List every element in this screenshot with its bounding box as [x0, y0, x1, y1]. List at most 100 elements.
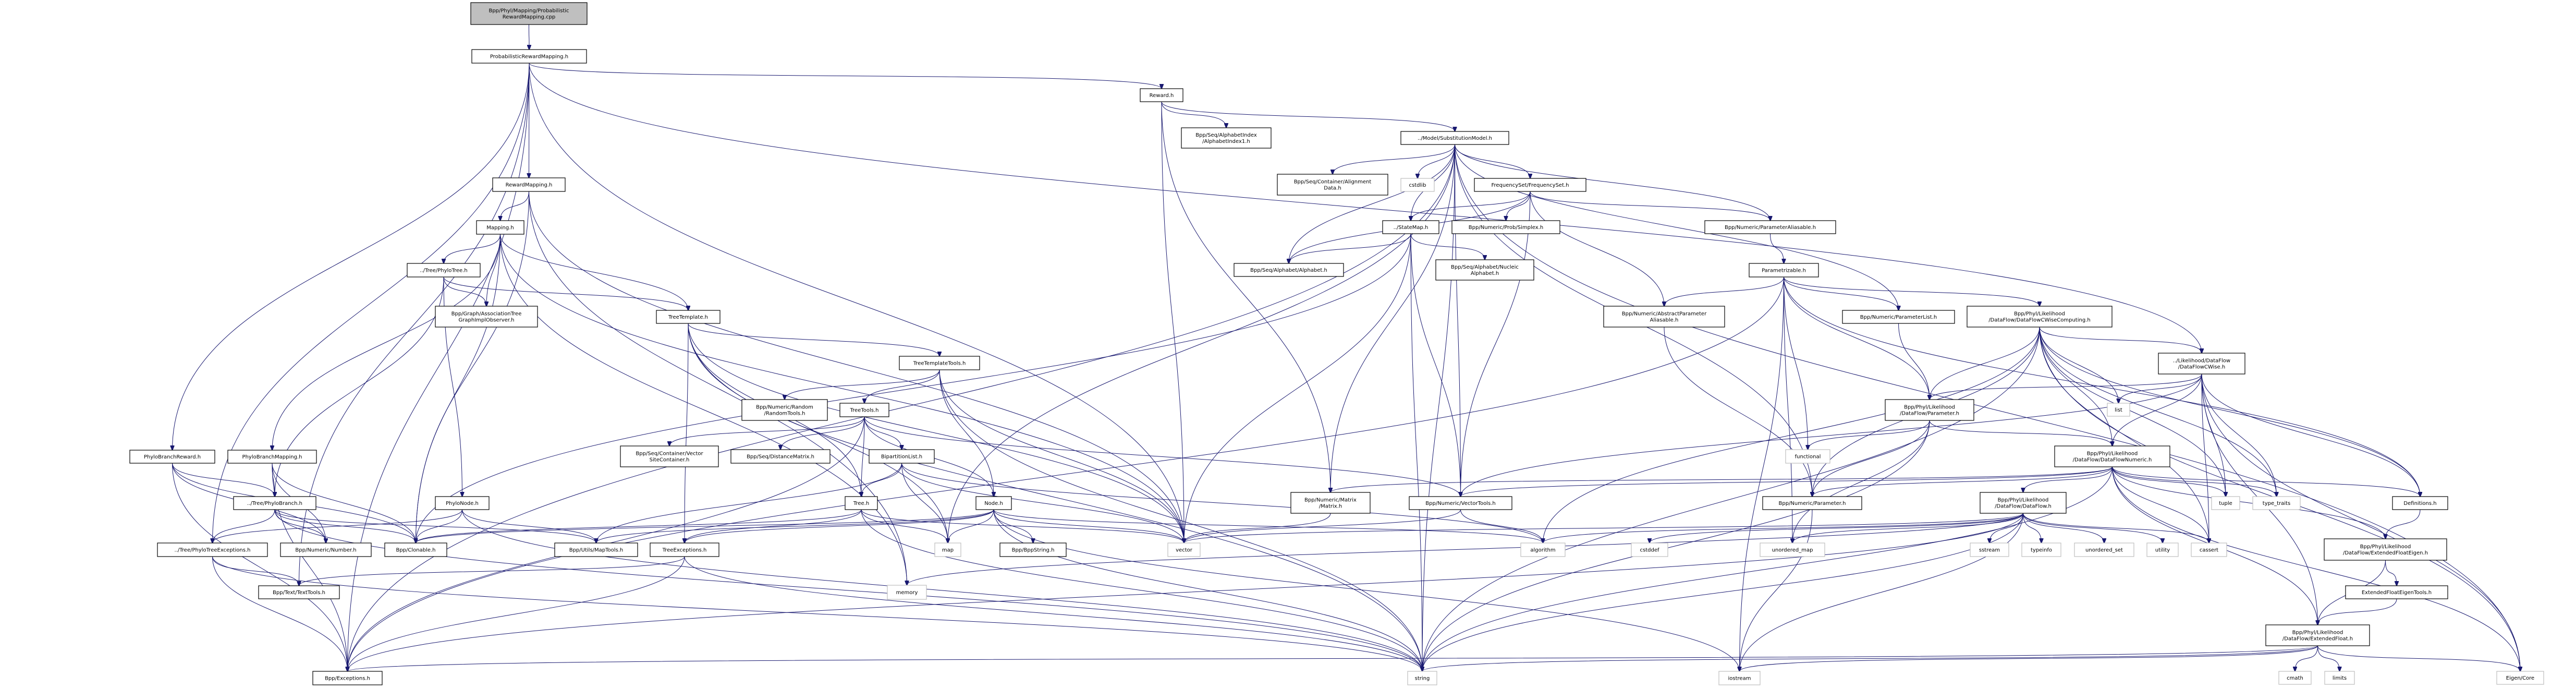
- node-vectortools[interactable]: Bpp/Numeric/VectorTools.h: [1409, 496, 1512, 510]
- node-maptools[interactable]: Bpp/Utils/MapTools.h: [554, 542, 638, 557]
- node-dfparam[interactable]: Bpp/Phyl/Likelihood/DataFlow/Parameter.h: [1885, 399, 1974, 421]
- edge-prm-to-reward: [529, 63, 1162, 89]
- node-dfnumeric[interactable]: Bpp/Phyl/Likelihood/DataFlow/DataFlowNum…: [2054, 445, 2170, 467]
- edge-dfcwise-to-eigencore: [2201, 373, 2520, 671]
- node-pbreward[interactable]: PhyloBranchReward.h: [129, 450, 215, 464]
- edge-phylobranch-to-ptexc: [213, 509, 275, 543]
- node-label: Bpp/Numeric/Number.h: [295, 548, 356, 553]
- node-phylobranch[interactable]: ../Tree/PhyloBranch.h: [233, 496, 316, 510]
- node-dataflow[interactable]: Bpp/Phyl/Likelihood/DataFlow/DataFlow.h: [1980, 492, 2067, 514]
- edge-rewardmapping-to-mapping: [500, 191, 529, 221]
- node-numparam[interactable]: Bpp/Numeric/Parameter.h: [1762, 496, 1862, 510]
- node-label: ../Model/SubstitutionModel.h: [1418, 136, 1492, 141]
- edge-extfloat-to-eigencore: [2317, 645, 2521, 671]
- edge-statemap-to-vectortools: [1410, 233, 1461, 497]
- node-extfloat[interactable]: Bpp/Phyl/Likelihood/DataFlow/ExtendedFlo…: [2265, 624, 2370, 646]
- node-clonable[interactable]: Bpp/Clonable.h: [384, 542, 447, 557]
- edge-dfnumeric-to-typetraits: [2112, 466, 2277, 497]
- node-treetemplate[interactable]: TreeTemplate.h: [656, 310, 721, 324]
- edge-submodel-to-paramalias: [1455, 144, 1771, 221]
- node-matrix[interactable]: Bpp/Numeric/Matrix/Matrix.h: [1290, 492, 1371, 514]
- edge-mapping-to-vector: [500, 234, 1185, 543]
- node-box: [1885, 399, 1974, 421]
- node-simplex[interactable]: Bpp/Numeric/Prob/Simplex.h: [1451, 220, 1560, 234]
- node-label: tuple: [2219, 501, 2232, 506]
- node-definitions[interactable]: Definitions.h: [2392, 496, 2448, 510]
- edge-dfcwisecomp-to-dfcwise: [2039, 327, 2202, 353]
- node-reward[interactable]: Reward.h: [1140, 88, 1183, 102]
- node-box: [656, 310, 721, 324]
- node-freqset[interactable]: FrequencySet/FrequencySet.h: [1474, 178, 1586, 192]
- node-paramlist[interactable]: Bpp/Numeric/ParameterList.h: [1842, 310, 1955, 324]
- node-distmatrix[interactable]: Bpp/Seq/DistanceMatrix.h: [730, 449, 831, 464]
- node-label: ../Tree/PhyloTree.h: [420, 268, 467, 274]
- node-box: [1980, 492, 2067, 514]
- node-label: Bpp/Numeric/AbstractParameter: [1622, 311, 1707, 317]
- edge-tree-to-treeexc: [685, 509, 862, 543]
- node-submodel[interactable]: ../Model/SubstitutionModel.h: [1400, 131, 1509, 145]
- edge-submodel-to-freqset: [1455, 144, 1531, 178]
- node-node[interactable]: Node.h: [975, 496, 1012, 510]
- edge-treetemplatetools-to-node: [939, 369, 994, 497]
- node-label: BipartitionList.h: [881, 454, 922, 460]
- node-box: [1842, 310, 1955, 324]
- node-statemap[interactable]: ../StateMap.h: [1382, 220, 1439, 234]
- node-alphabet[interactable]: Bpp/Seq/Alphabet/Alphabet.h: [1234, 263, 1344, 277]
- node-prm[interactable]: ProbabilisticRewardMapping.h: [471, 49, 587, 64]
- node-label: TreeTemplate.h: [668, 315, 708, 320]
- node-dfcwise[interactable]: ../Likelihood/DataFlow/DataFlowCWise.h: [2158, 353, 2245, 375]
- edge-submodel-to-alignment: [1333, 144, 1455, 174]
- node-efeigentools[interactable]: ExtendedFloatEigenTools.h: [2345, 585, 2448, 599]
- node-treetools[interactable]: TreeTools.h: [839, 403, 889, 417]
- node-box: [1407, 671, 1437, 685]
- node-phylonode[interactable]: PhyloNode.h: [435, 496, 490, 510]
- edge-freqset-to-absparamalias: [1530, 191, 1664, 306]
- node-label: Bpp/Phyl/Mapping/Probabilistic: [489, 8, 569, 14]
- node-label: Aliasable.h: [1650, 318, 1679, 323]
- edge-parametrizable-to-unorderedmap: [1784, 276, 1793, 543]
- node-utility: utility: [2146, 542, 2179, 557]
- edge-dfcwisecomp-to-list: [2039, 327, 2119, 403]
- node-number[interactable]: Bpp/Numeric/Number.h: [280, 542, 372, 557]
- node-paramalias[interactable]: Bpp/Numeric/ParameterAliasable.h: [1704, 220, 1836, 234]
- node-alphaidx[interactable]: Bpp/Seq/AlphabetIndex/AlphabetIndex1.h: [1181, 127, 1272, 149]
- node-box: [1140, 88, 1183, 102]
- node-parametrizable[interactable]: Parametrizable.h: [1749, 263, 1819, 277]
- node-assoc[interactable]: Bpp/Graph/AssociationTreeGraphImplObserv…: [435, 306, 538, 328]
- node-label: cassert: [2200, 548, 2218, 553]
- node-treeexc[interactable]: TreeExceptions.h: [650, 542, 719, 557]
- nodes-layer: Bpp/Phyl/Mapping/ProbabilisticRewardMapp…: [129, 2, 2544, 685]
- node-label: Mapping.h: [486, 225, 514, 231]
- node-exceptions[interactable]: Bpp/Exceptions.h: [312, 671, 383, 685]
- node-phylotree[interactable]: ../Tree/PhyloTree.h: [407, 263, 481, 277]
- edge-phylobranch-to-string: [274, 509, 1422, 671]
- node-pbmapping[interactable]: PhyloBranchMapping.h: [227, 450, 317, 464]
- node-tree[interactable]: Tree.h: [845, 496, 878, 510]
- node-label: cstdlib: [1409, 183, 1426, 188]
- node-ptexc[interactable]: ../Tree/PhyloTreeExceptions.h: [157, 542, 268, 557]
- node-bppstring[interactable]: Bpp/BppString.h: [999, 542, 1067, 557]
- node-bipartition[interactable]: BipartitionList.h: [869, 449, 935, 464]
- node-texttools[interactable]: Bpp/Text/TextTools.h: [258, 585, 340, 599]
- node-rewardmapping[interactable]: RewardMapping.h: [492, 177, 566, 192]
- node-box: [2146, 542, 2179, 557]
- node-root[interactable]: Bpp/Phyl/Mapping/ProbabilisticRewardMapp…: [470, 2, 588, 25]
- node-dfcwisecomp[interactable]: Bpp/Phyl/Likelihood/DataFlow/DataFlowCWi…: [1967, 306, 2113, 328]
- node-mapping[interactable]: Mapping.h: [476, 220, 524, 235]
- node-randomtools[interactable]: Bpp/Numeric/Random/RandomTools.h: [741, 399, 828, 421]
- node-efeigen[interactable]: Bpp/Phyl/Likelihood/DataFlow/ExtendedFlo…: [2324, 538, 2447, 561]
- node-functional: functional: [1785, 449, 1830, 464]
- edge-bipartition-to-maptools: [596, 463, 902, 543]
- node-label: algorithm: [1530, 548, 1555, 553]
- edge-prm-to-texttools: [299, 63, 530, 586]
- edge-matrix-to-vector: [1184, 513, 1331, 543]
- node-list: list: [2107, 403, 2130, 417]
- node-treetemplatetools[interactable]: TreeTemplateTools.h: [899, 356, 980, 370]
- node-label: Bpp/Seq/DistanceMatrix.h: [747, 454, 814, 460]
- node-label: /DataFlow/DataFlow.h: [1995, 504, 2052, 510]
- edge-dataflow-to-iostream: [1740, 513, 2023, 671]
